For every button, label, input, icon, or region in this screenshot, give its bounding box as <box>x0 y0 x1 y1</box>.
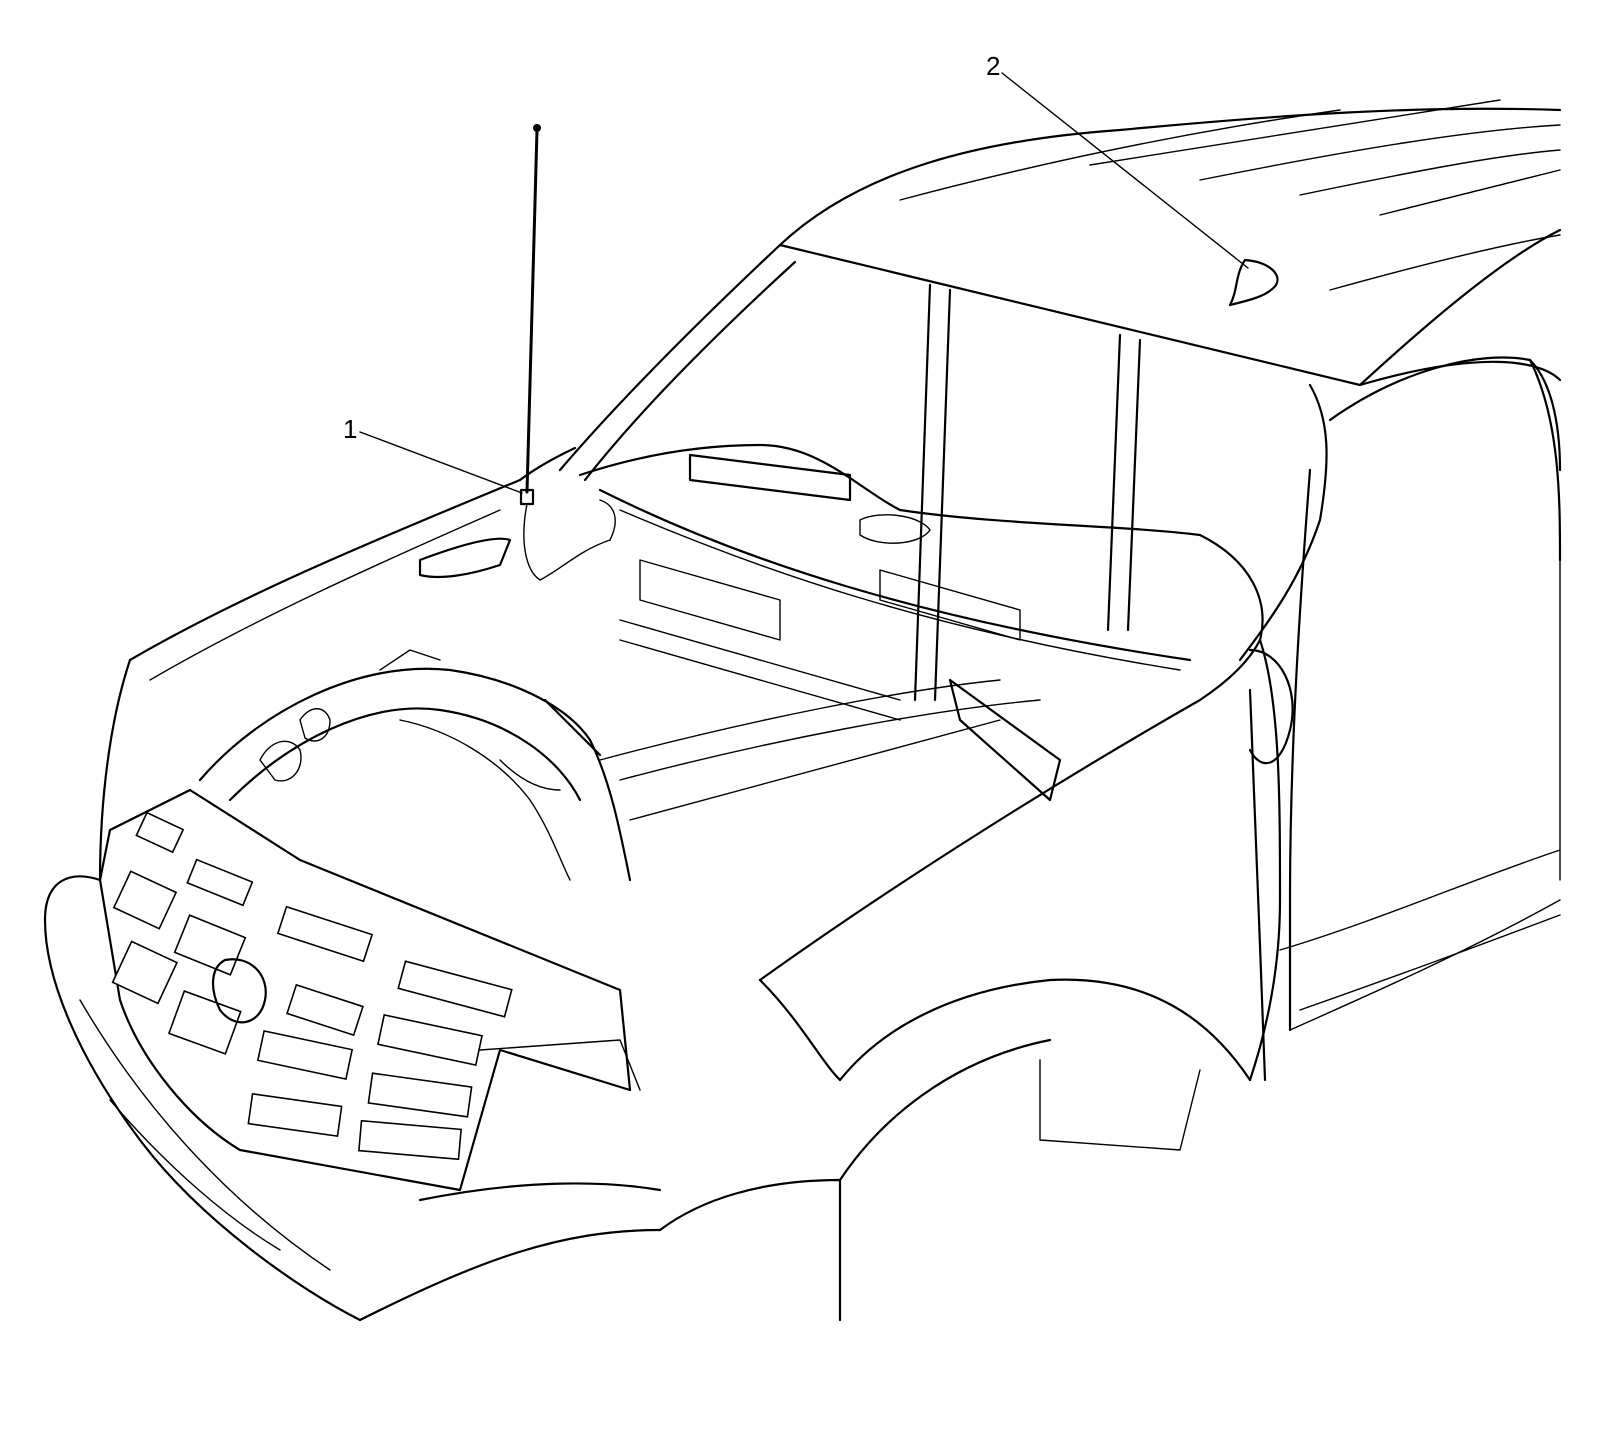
fender-right <box>758 638 1294 1151</box>
instrument-panel <box>578 443 1264 802</box>
grille <box>98 788 641 1192</box>
mast-antenna <box>519 124 616 581</box>
roof <box>778 99 1562 387</box>
callout-1-label: 1 <box>343 414 358 444</box>
side-body <box>1248 356 1562 1082</box>
roof-antenna <box>1228 258 1279 307</box>
front-bumper <box>43 875 1052 1322</box>
cabin-floor <box>543 679 1041 821</box>
wheel-housing <box>198 649 632 882</box>
leader-lines <box>359 72 1249 494</box>
hood-left <box>98 446 577 882</box>
callout-2-label: 2 <box>986 51 1001 81</box>
windshield-frame <box>558 243 1562 702</box>
